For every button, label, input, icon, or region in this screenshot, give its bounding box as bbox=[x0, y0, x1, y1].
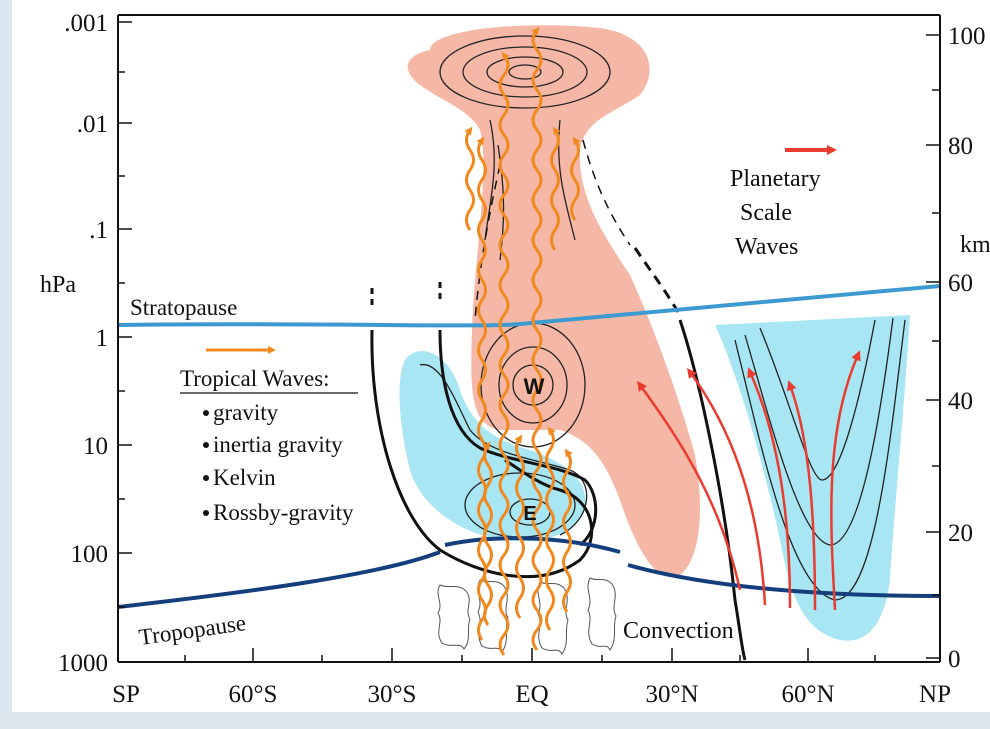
plot-frame bbox=[117, 14, 941, 663]
tropopause-line bbox=[117, 536, 941, 609]
planetary-wave-arrow bbox=[687, 367, 767, 606]
right-axis-labels: 100 80 60 40 20 0 bbox=[948, 23, 986, 673]
bullet-icon bbox=[203, 475, 209, 481]
tropical-wave-arrow bbox=[562, 448, 573, 613]
westerly-region bbox=[407, 25, 700, 578]
tropical-wave-item: Rossby-gravity bbox=[213, 500, 354, 525]
left-axis-labels: .001 .01 .1 1 10 100 1000 bbox=[58, 10, 108, 677]
left-tick-label: .001 bbox=[64, 10, 108, 37]
bottom-tick-label: SP bbox=[112, 681, 140, 708]
tropical-wave-arrow bbox=[476, 136, 487, 641]
left-edge-tint bbox=[0, 0, 12, 729]
right-axis-ticks bbox=[926, 34, 940, 659]
tropical-wave-arrow bbox=[531, 26, 543, 651]
bottom-tick-label: 30°N bbox=[645, 681, 698, 708]
left-tick-label: .1 bbox=[89, 217, 108, 244]
left-tick-label: .01 bbox=[77, 111, 108, 138]
tropical-wave-item: inertia gravity bbox=[213, 432, 343, 457]
convection-label: Convection bbox=[623, 618, 734, 644]
plume-outline bbox=[474, 139, 631, 321]
planetary-wave-arrow bbox=[830, 350, 861, 611]
tropical-wave-arrow bbox=[570, 136, 581, 221]
bottom-tick-label: EQ bbox=[515, 681, 548, 708]
westerly-marker: W bbox=[524, 374, 545, 399]
stratopause-line bbox=[117, 284, 941, 328]
bottom-tick-label: 30°S bbox=[368, 681, 417, 708]
right-axis-title: km bbox=[960, 232, 990, 258]
tropical-wave-arrows bbox=[464, 26, 581, 656]
bullet-icon bbox=[203, 410, 209, 416]
easterly-marker: E bbox=[523, 503, 536, 525]
tropical-wave-item: Kelvin bbox=[213, 465, 276, 490]
bottom-edge-tint bbox=[0, 712, 990, 729]
tropical-wave-arrow bbox=[545, 426, 556, 631]
bottom-tick-label: NP bbox=[919, 681, 951, 708]
left-tick-label: 1000 bbox=[58, 650, 108, 677]
stratopause-label: Stratopause bbox=[130, 295, 237, 320]
planetary-label-line: Planetary bbox=[730, 166, 821, 192]
planetary-wave-arrow bbox=[787, 380, 817, 611]
left-axis-title: hPa bbox=[40, 272, 76, 298]
bullet-icon bbox=[203, 442, 209, 448]
bullet-icon bbox=[203, 510, 209, 516]
bottom-axis-ticks bbox=[184, 648, 876, 662]
tropical-wave-arrow bbox=[498, 51, 510, 656]
planetary-wave-arrow bbox=[747, 367, 792, 609]
planetary-wave-arrow bbox=[637, 380, 742, 591]
planetary-label-line: Scale bbox=[740, 200, 792, 226]
left-axis-ticks bbox=[118, 21, 132, 663]
bottom-axis-labels: SP 60°S 30°S EQ 30°N 60°N NP bbox=[112, 681, 951, 708]
left-tick-label: 100 bbox=[71, 541, 109, 568]
left-tick-label: 10 bbox=[83, 433, 108, 460]
right-tick-label: 60 bbox=[948, 270, 973, 297]
right-tick-label: 100 bbox=[948, 23, 986, 50]
tropical-waves-title: Tropical Waves: bbox=[180, 366, 330, 391]
left-tick-label: 1 bbox=[96, 325, 109, 352]
right-tick-label: 0 bbox=[948, 646, 961, 673]
tropical-wave-arrow bbox=[514, 434, 525, 619]
right-tick-label: 40 bbox=[948, 388, 973, 415]
tropical-wave-arrow bbox=[550, 126, 561, 251]
white-patch bbox=[675, 20, 743, 102]
planetary-waves-label: Planetary Scale Waves bbox=[730, 166, 821, 260]
right-tick-label: 20 bbox=[948, 520, 973, 547]
easterly-region-right bbox=[715, 315, 910, 641]
right-tick-label: 80 bbox=[948, 133, 973, 160]
bottom-tick-label: 60°N bbox=[781, 681, 834, 708]
bottom-tick-label: 60°S bbox=[229, 681, 278, 708]
tropical-waves-list: gravity inertia gravity Kelvin Rossby-gr… bbox=[203, 400, 354, 525]
tropical-wave-item: gravity bbox=[213, 400, 279, 425]
tropical-wave-arrow bbox=[464, 126, 475, 231]
planetary-label-line: Waves bbox=[735, 234, 798, 260]
planetary-wave-arrows bbox=[637, 350, 861, 611]
